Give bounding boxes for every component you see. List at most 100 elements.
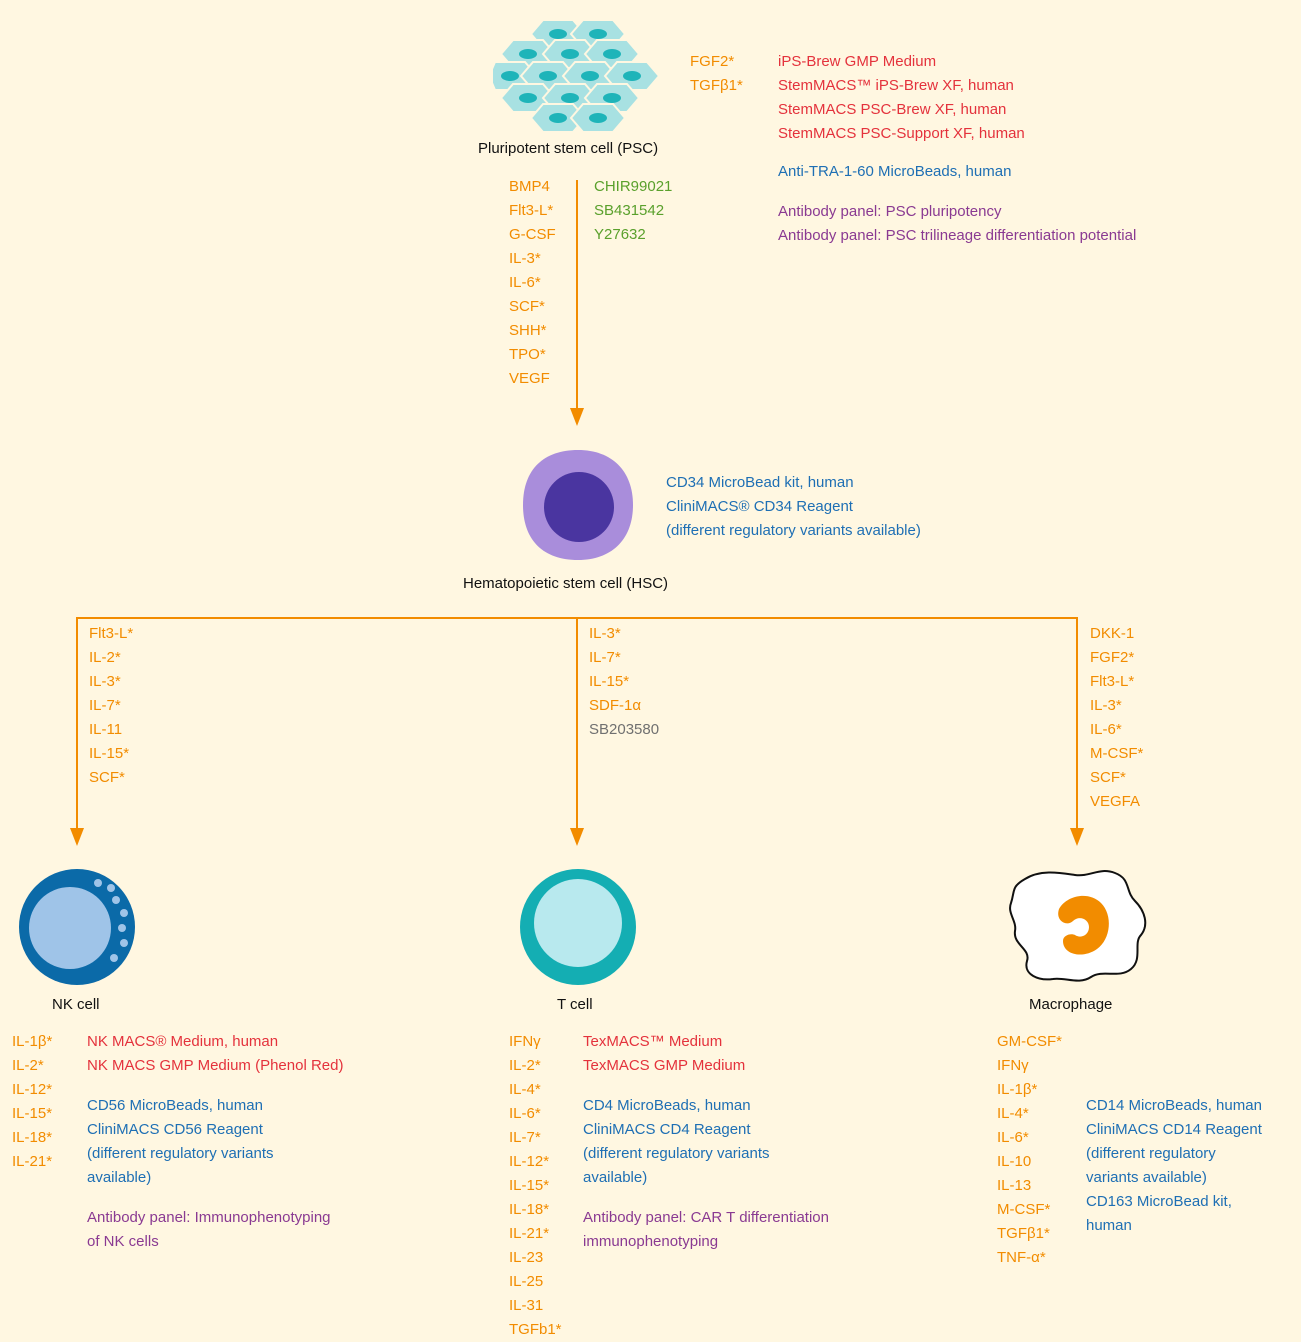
psc-beads-list: Anti-TRA-1-60 MicroBeads, human [778,160,1011,184]
cytokine-item: BMP4 [509,178,550,195]
factor-item: VEGFA [1090,793,1141,810]
cytokine-item: IL-7* [509,1129,541,1146]
cytokine-item: IFNγ [509,1033,541,1050]
mac-branch-factor-list: DKK-1 FGF2* Flt3-L* IL-3* IL-6* M-CSF* S… [1090,622,1143,814]
bead-item: (different regulatory variants available… [666,522,921,539]
factor-item: SCF* [89,769,125,786]
factor-item: Flt3-L* [89,625,134,642]
cytokine-item: TNF-α* [997,1249,1046,1266]
macrophage-cell-icon [1009,870,1147,982]
arrowhead-t [570,828,584,846]
factor-item: IL-3* [589,625,621,642]
factor-item: IL-3* [89,673,121,690]
factor-item: TGFβ1* [690,77,743,94]
cytokine-item: IL-18* [509,1201,550,1218]
cytokine-item: SHH* [509,322,547,339]
t-branch-factor-list: IL-3* IL-7* IL-15* SDF-1α SB203580 [589,622,659,742]
panel-item: of NK cells [87,1233,159,1250]
medium-item: StemMACS PSC-Support XF, human [778,125,1025,142]
panel-item: Antibody panel: CAR T differentiation [583,1209,829,1226]
panel-item: immunophenotyping [583,1233,719,1250]
bead-item: (different regulatory variants [87,1145,274,1162]
psc-cell-icon [493,19,661,133]
bead-item: CD163 MicroBead kit, [1086,1193,1232,1210]
factor-item: IL-7* [589,649,621,666]
factor-item: SCF* [1090,769,1126,786]
t-media-list: TexMACS™ Medium TexMACS GMP Medium [583,1030,745,1078]
cytokine-item: IL-25 [509,1273,544,1290]
bead-item: CD56 MicroBeads, human [87,1097,263,1114]
bead-item: Anti-TRA-1-60 MicroBeads, human [778,163,1012,180]
cytokine-item: IL-21* [12,1153,53,1170]
panel-item: Antibody panel: PSC pluripotency [778,203,1002,220]
bead-item: CD4 MicroBeads, human [583,1097,751,1114]
medium-item: TexMACS GMP Medium [583,1057,746,1074]
cytokine-item: IFNγ [997,1057,1029,1074]
cytokine-item: VEGF [509,370,550,387]
medium-item: StemMACS™ iPS-Brew XF, human [778,77,1014,94]
psc-to-hsc-small-molecule-list: CHIR99021 SB431542 Y27632 [594,175,672,247]
cytokine-item: G-CSF [509,226,556,243]
cytokine-item: GM-CSF* [997,1033,1062,1050]
bead-item: human [1086,1217,1132,1234]
factor-item: IL-2* [89,649,121,666]
bead-item: (different regulatory variants [583,1145,770,1162]
cytokine-item: IL-6* [509,274,541,291]
panel-item: Antibody panel: PSC trilineage different… [778,227,1137,244]
cytokine-item: IL-15* [12,1105,53,1122]
small-molecule-item: Y27632 [594,226,646,243]
cytokine-item: IL-1β* [997,1081,1038,1098]
psc-media-list: iPS-Brew GMP Medium StemMACS™ iPS-Brew X… [778,50,1025,146]
cytokine-item: IL-13 [997,1177,1032,1194]
nk-panel-list: Antibody panel: Immunophenotyping of NK … [87,1206,331,1254]
bead-item: CliniMACS® CD34 Reagent [666,498,853,515]
arrowhead-nk [70,828,84,846]
factor-item: Flt3-L* [1090,673,1135,690]
cytokine-item: IL-10 [997,1153,1032,1170]
factor-item: IL-7* [89,697,121,714]
cytokine-item: IL-3* [509,250,541,267]
factor-item: IL-3* [1090,697,1122,714]
factor-item: IL-11 [89,721,123,738]
cytokine-item: IL-1β* [12,1033,53,1050]
factor-item: SDF-1α [589,697,642,714]
nk-label: NK cell [52,996,100,1013]
mac-cytokine-list: GM-CSF* IFNγ IL-1β* IL-4* IL-6* IL-10 IL… [997,1030,1062,1270]
bead-item: CliniMACS CD4 Reagent [583,1121,751,1138]
factor-item: DKK-1 [1090,625,1135,642]
mac-beads-list: CD14 MicroBeads, human CliniMACS CD14 Re… [1086,1094,1262,1238]
cytokine-item: IL-12* [12,1081,53,1098]
cytokine-item: IL-23 [509,1249,544,1266]
cytokine-item: IL-31 [509,1297,544,1314]
mac-label: Macrophage [1029,996,1113,1013]
bead-item: CliniMACS CD14 Reagent [1086,1121,1262,1138]
psc-factor-list: FGF2* TGFβ1* [690,50,743,98]
panel-item: Antibody panel: Immunophenotyping [87,1209,331,1226]
nk-cell-icon [19,869,135,985]
factor-item: IL-15* [589,673,630,690]
hsc-cell-icon [523,450,633,560]
hsc-beads-list: CD34 MicroBead kit, human CliniMACS® CD3… [666,471,921,543]
t-label: T cell [557,996,593,1013]
bead-item: available) [583,1169,648,1186]
nk-cytokine-list: IL-1β* IL-2* IL-12* IL-15* IL-18* IL-21* [12,1030,52,1174]
medium-item: NK MACS GMP Medium (Phenol Red) [87,1057,344,1074]
medium-item: NK MACS® Medium, human [87,1033,279,1050]
cytokine-item: IL-4* [997,1105,1029,1122]
medium-item: TexMACS™ Medium [583,1033,723,1050]
cytokine-item: IL-4* [509,1081,541,1098]
t-cytokine-list: IFNγ IL-2* IL-4* IL-6* IL-7* IL-12* IL-1… [509,1030,562,1342]
arrowhead-hsc [570,408,584,426]
cytokine-item: IL-18* [12,1129,53,1146]
cytokine-item: IL-6* [997,1129,1029,1146]
t-panel-list: Antibody panel: CAR T differentiation im… [583,1206,829,1254]
factor-item: IL-6* [1090,721,1122,738]
nk-branch-factor-list: Flt3-L* IL-2* IL-3* IL-7* IL-11 IL-15* S… [89,622,133,790]
cytokine-item: M-CSF* [997,1201,1051,1218]
bead-item: CliniMACS CD56 Reagent [87,1121,263,1138]
cytokine-item: Flt3-L* [509,202,554,219]
hsc-label: Hematopoietic stem cell (HSC) [463,575,669,592]
psc-to-hsc-cytokine-list: BMP4 Flt3-L* G-CSF IL-3* IL-6* SCF* SHH*… [509,175,556,391]
cytokine-item: TGFb1* [509,1321,562,1338]
bead-item: variants available) [1086,1169,1207,1186]
